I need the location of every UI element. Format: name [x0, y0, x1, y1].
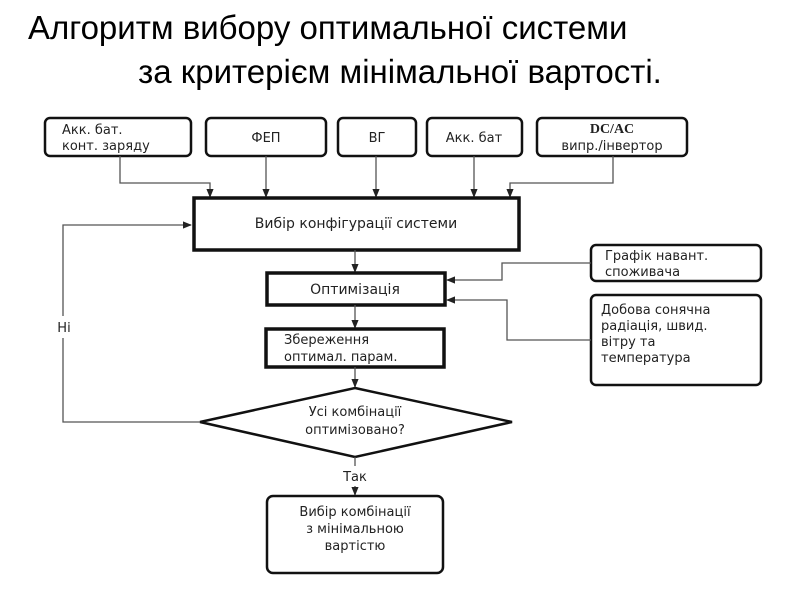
side-input-line: вітру та — [601, 335, 655, 350]
decision-label: Усі комбінації — [309, 405, 402, 420]
input-label-line: конт. заряду — [62, 139, 150, 154]
connector — [506, 156, 614, 198]
step-optimization: Оптимізація — [265, 271, 447, 307]
input-wind-generator: ВГ — [336, 116, 418, 158]
step-config-selection: Вибір конфігурації системи — [192, 196, 521, 252]
step-label: Оптимізація — [310, 282, 400, 298]
label-no: Ні — [57, 321, 70, 336]
result-label: Вибір комбінації — [299, 505, 411, 520]
step-save-parameters: Збереження оптимал. парам. — [264, 327, 446, 369]
input-pv-panel: ФЕП — [204, 116, 328, 158]
side-input-weather-data: Добова сонячна радіація, швид. вітру та … — [589, 293, 763, 387]
connector — [62, 338, 200, 423]
result-label: з мінімальною — [306, 522, 404, 537]
side-input-line: радіація, швид. — [601, 319, 707, 334]
input-label-line: ФЕП — [251, 131, 280, 146]
connector — [446, 296, 591, 341]
decision-label: оптимізовано? — [305, 423, 405, 438]
input-label-line: випр./інвертор — [561, 139, 662, 154]
input-label-line: Акк. бат. — [62, 123, 123, 138]
side-input-line: Графік навант. — [605, 249, 708, 264]
input-battery-charge-controller: Акк. бат. конт. заряду — [43, 116, 193, 158]
side-input-load-profile: Графік навант. споживача — [589, 243, 763, 283]
input-dcac-inverter: DC/AC випр./інвертор — [535, 116, 689, 158]
step-result-min-cost: Вибір комбінації з мінімальною вартістю — [265, 494, 445, 575]
side-input-line: температура — [601, 351, 691, 366]
input-label-line: DC/AC — [590, 122, 634, 137]
step-label: Збереження — [284, 333, 369, 348]
step-label: оптимал. парам. — [284, 350, 397, 365]
input-label-line: Акк. бат — [446, 131, 503, 146]
connector — [62, 221, 192, 316]
connector — [446, 262, 591, 284]
label-yes: Так — [342, 470, 367, 485]
decision-all-optimized: Усі комбінації оптимізовано? — [199, 386, 513, 459]
step-label: Вибір конфігурації системи — [255, 216, 457, 232]
title-line-1: Алгоритм вибору оптимальної системи — [28, 9, 628, 46]
input-battery: Акк. бат — [425, 116, 524, 158]
result-label: вартістю — [325, 539, 386, 554]
input-label-line: ВГ — [369, 131, 386, 146]
side-input-line: Добова сонячна — [601, 303, 710, 318]
title-line-2: за критерієм мінімальної вартості. — [138, 53, 662, 90]
slide-title: Алгоритм вибору оптимальної системи за к… — [0, 6, 800, 94]
side-input-line: споживача — [605, 265, 680, 280]
connector — [119, 156, 214, 198]
